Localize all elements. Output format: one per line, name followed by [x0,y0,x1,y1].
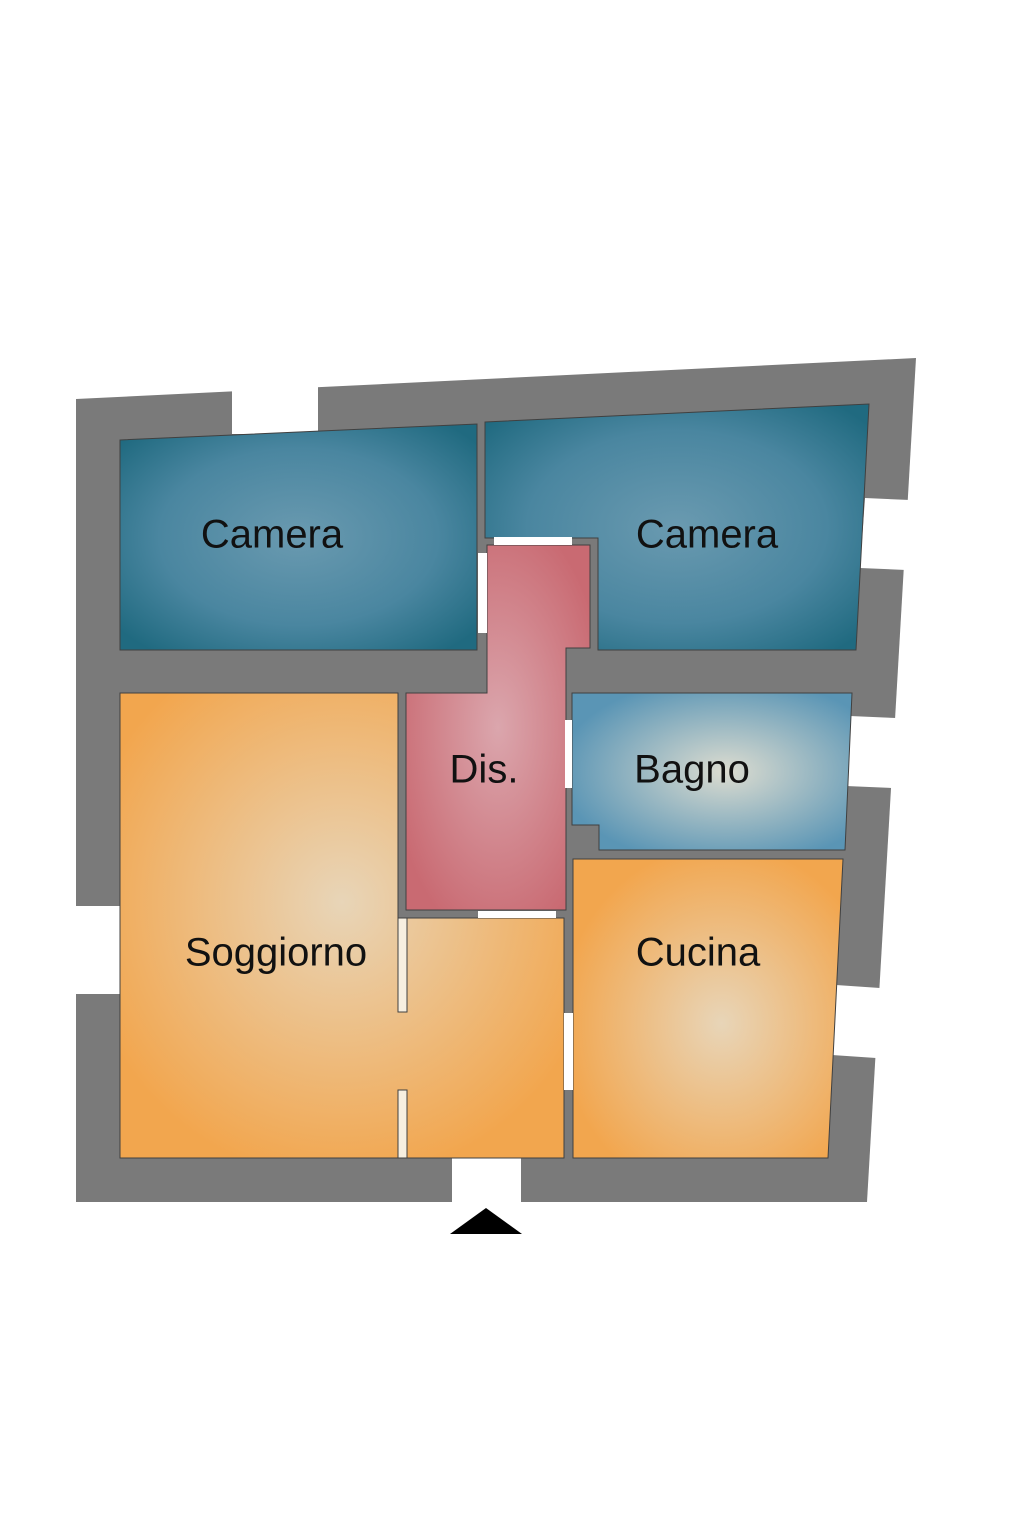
partition-lower [397,1089,408,1159]
door-corridor-soggiorno [478,911,556,918]
label-bagno: Bagno [634,748,750,792]
label-camera-right: Camera [636,513,779,557]
door-corridor-camera-right [494,537,572,545]
room-disimpegno[interactable] [405,544,591,911]
room-cucina[interactable] [572,858,844,1159]
window-right-cucina [832,985,880,1058]
partition-upper [397,917,408,1013]
door-corridor-camera-left [478,553,487,633]
window-top [232,386,318,434]
room-soggiorno[interactable] [119,692,565,1159]
door-corridor-bagno [565,720,572,788]
room-camera-right[interactable] [484,403,870,651]
door-soggiorno-cucina [564,1013,573,1090]
label-cucina: Cucina [636,931,761,975]
room-camera-left[interactable] [119,423,478,651]
window-left [76,906,122,994]
window-right-upper [860,498,910,570]
window-right-bagno [846,716,896,788]
label-soggiorno: Soggiorno [185,931,367,975]
label-camera-left: Camera [201,513,344,557]
label-disimpegno: Dis. [450,748,519,792]
room-bagno[interactable] [571,692,853,851]
entrance-door [452,1158,521,1204]
entrance-arrow-icon [450,1208,522,1234]
